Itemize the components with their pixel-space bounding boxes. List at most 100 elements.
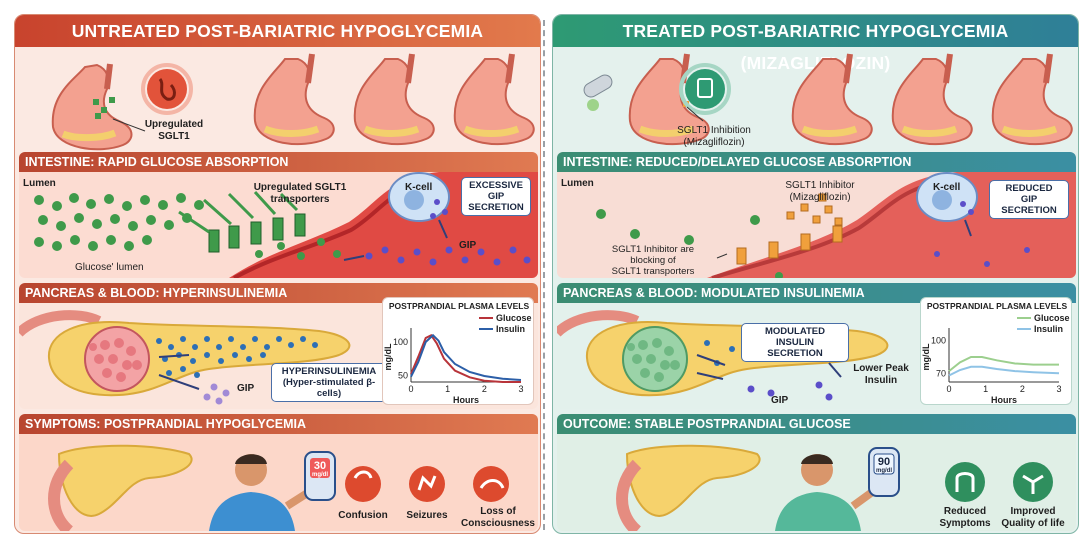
modulated-insulin-box: MODULATED INSULIN SECRETION (741, 323, 849, 362)
y-tick-label: 100 (393, 337, 408, 347)
glucose-meter-icon (304, 451, 336, 501)
left-chart-title: POSTPRANDIAL PLASMA LEVELS (388, 301, 530, 311)
symptom-confusion: Confusion (338, 510, 388, 521)
treated-intestine-panel: INTESTINE: REDUCED/DELAYED GLUCOSE ABSOR… (557, 152, 1076, 278)
outcome-meter-reading: 90 (877, 456, 891, 468)
treated-pancreas-panel: PANCREAS & BLOOD: MODULATED INSULINEMIA … (557, 283, 1076, 409)
confusion-icon (345, 466, 381, 502)
blocking-label: SGLT1 Inhibitor are blocking of SGLT1 tr… (611, 244, 695, 277)
x-tick-label: 2 (482, 384, 487, 394)
x-tick-label: 0 (408, 384, 413, 394)
outcome-bar: OUTCOME: STABLE POSTPRANDIAL GLUCOSE (557, 414, 1076, 434)
intestine-bar: INTESTINE: RAPID GLUCOSE ABSORPTION (19, 152, 538, 172)
reduced-symptoms-icon (945, 462, 985, 502)
glucose-lumen-label: Glucose' lumen (75, 262, 144, 273)
sglt1-inhibitor-label: SGLT1 Inhibitor (Mizagliflozin) (785, 180, 855, 203)
sglt1-transporter-icons (208, 213, 306, 253)
meter-reading: 30 (313, 460, 327, 472)
x-axis-label: Hours (453, 395, 479, 405)
treated-stomach-illustrations (583, 53, 1073, 146)
symptom-loss-of-consciousness: Loss of Consciousness (461, 506, 535, 529)
stomach-illustrations (51, 53, 535, 151)
glucose-meter-icon (868, 447, 900, 497)
legend-label-glucose: Glucose (496, 313, 532, 323)
excessive-gip-box: EXCESSIVE GIP SECRETION (461, 177, 531, 216)
gip-label: GIP (459, 240, 477, 251)
sglt1-transporters-label: Upregulated SGLT1 transporters (253, 182, 347, 205)
kcell-label: K-cell (405, 182, 433, 193)
x-tick-label: 1 (445, 384, 450, 394)
sglt1-inhibition-label: SGLT1 Inhibition (Mizagliflozin) (677, 125, 751, 148)
treated-lumen-label: Lumen (561, 178, 594, 189)
treated-kcell-label: K-cell (933, 182, 961, 193)
treated-pancreas-bar: PANCREAS & BLOOD: MODULATED INSULINEMIA (557, 283, 1076, 303)
inhibition-magnifier-icon (679, 63, 731, 115)
x-tick-label: 0 (946, 384, 951, 394)
outcome-meter-unit: mg/dl (876, 468, 892, 474)
lower-peak-label: Lower Peak Insulin (853, 363, 909, 386)
y-axis-label: mg/dL (921, 343, 931, 370)
symptoms-bar: SYMPTOMS: POSTPRANDIAL HYPOGLYCEMIA (19, 414, 538, 434)
right-chart-title: POSTPRANDIAL PLASMA LEVELS (926, 301, 1068, 311)
sglt1-inhibitor-icons (736, 193, 843, 265)
y-tick-label: 70 (936, 368, 946, 378)
y-tick-label: 50 (398, 370, 408, 380)
upregulated-sglt1-label: Upregulated SGLT1 (144, 119, 204, 142)
x-axis-label: Hours (991, 395, 1017, 405)
stomach-icon (453, 53, 535, 146)
series-line-glucose (948, 356, 1059, 372)
stomach-icon (991, 53, 1073, 146)
insulin-dots (156, 336, 318, 378)
y-axis-label: mg/dL (383, 343, 393, 370)
reduced-gip-box: REDUCED GIP SECRETION (989, 180, 1069, 219)
treated-intestine-bar: INTESTINE: REDUCED/DELAYED GLUCOSE ABSOR… (557, 152, 1076, 172)
outcome-illustration (616, 444, 1053, 531)
untreated-title: UNTREATED POST-BARIATRIC HYPOGLYCEMIA (15, 15, 540, 47)
x-tick-label: 3 (1056, 384, 1061, 394)
outcome-improved-quality: Improved Quality of life (1001, 506, 1065, 529)
stomach-magnifier-icon (141, 63, 193, 115)
symptoms-panel: SYMPTOMS: POSTPRANDIAL HYPOGLYCEMIA 30 m… (19, 414, 538, 531)
symptom-seizures: Seizures (406, 510, 448, 521)
pancreas-gip-label: GIP (237, 383, 255, 394)
center-divider (543, 20, 545, 530)
intestine-illustration (34, 172, 538, 278)
outcome-panel: OUTCOME: STABLE POSTPRANDIAL GLUCOSE 90 … (557, 414, 1076, 531)
lumen-label: Lumen (23, 178, 56, 189)
stomach-icon (253, 53, 335, 146)
x-tick-label: 2 (1020, 384, 1025, 394)
gip-dots (365, 199, 531, 266)
meter-unit: mg/dl (312, 472, 328, 478)
person-icon (209, 454, 312, 531)
intestine-panel: INTESTINE: RAPID GLUCOSE ABSORPTION (19, 152, 538, 278)
series-line-insulin (410, 333, 522, 381)
series-line-glucose (410, 334, 521, 383)
treated-pancreas-illustration (557, 310, 889, 401)
treated-title: TREATED POST-BARIATRIC HYPOGLYCEMIA (MIZ… (553, 15, 1078, 73)
loss-of-consciousness-icon (473, 466, 509, 502)
legend-label-insulin: Insulin (496, 324, 525, 334)
pancreas-panel: PANCREAS & BLOOD: HYPERINSULINEMIA HYPER… (19, 283, 538, 409)
y-tick-label: 100 (931, 336, 946, 346)
untreated-panel: UNTREATED POST-BARIATRIC HYPOGLYCEMIA (14, 14, 541, 534)
outcome-reduced-symptoms: Reduced Symptoms (939, 506, 991, 529)
stomach-upregulated-icon (51, 63, 133, 151)
symptoms-illustration (48, 444, 509, 531)
legend-label-insulin: Insulin (1034, 324, 1063, 334)
pill-capsule-icon (583, 74, 613, 111)
stomach-icon (791, 53, 873, 146)
stomach-icon (891, 53, 973, 146)
hyperinsulinemia-box: HYPERINSULINEMIA (Hyper-stimulated β-cel… (271, 363, 387, 402)
series-line-insulin (948, 365, 1060, 377)
person-icon (775, 454, 878, 531)
treated-gip-label: GIP (771, 395, 789, 406)
treated-panel: TREATED POST-BARIATRIC HYPOGLYCEMIA (MIZ… (552, 14, 1079, 534)
legend-label-glucose: Glucose (1034, 313, 1070, 323)
x-tick-label: 3 (518, 384, 523, 394)
x-tick-label: 1 (983, 384, 988, 394)
stomach-icon (353, 53, 435, 146)
